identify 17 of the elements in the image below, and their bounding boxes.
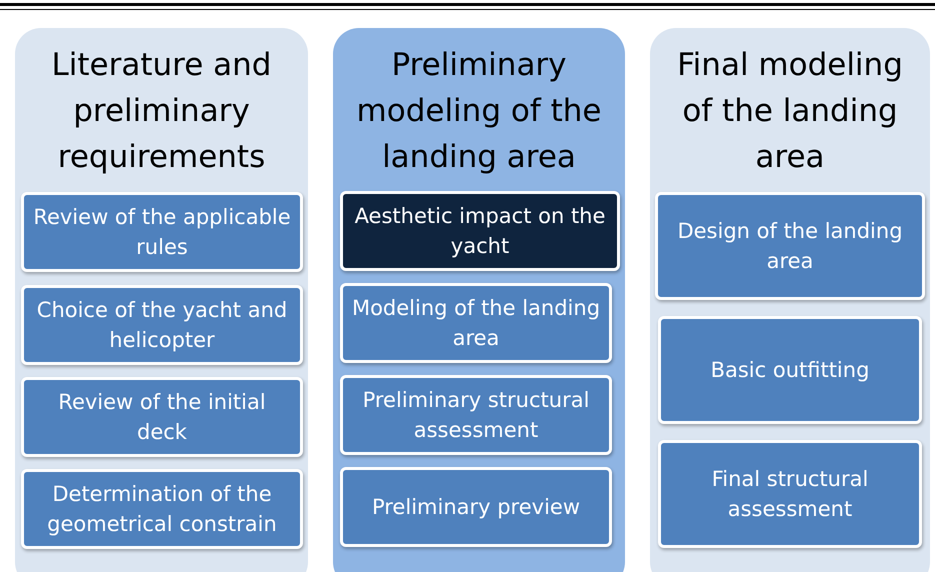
task-box: Design of the landing area (655, 192, 925, 300)
column-heading: Literature and preliminary requirements (50, 46, 272, 177)
task-box: Aesthetic impact on the yacht (340, 191, 620, 271)
column-panel (650, 28, 930, 572)
task-box: Preliminary preview (340, 467, 612, 547)
column-panel (15, 28, 308, 572)
column-heading: Final modeling of the landing area (676, 46, 904, 177)
task-box: Basic outfitting (658, 316, 922, 424)
task-box: Preliminary structural assessment (340, 375, 612, 455)
column-heading: Preliminary modeling of the landing area (356, 46, 602, 177)
task-box: Final structural assessment (658, 440, 922, 548)
column-panel (333, 28, 625, 572)
task-box: Review of the initial deck (21, 377, 303, 457)
task-box: Determination of the geometrical constrain (21, 469, 303, 549)
task-box: Modeling of the landing area (340, 283, 612, 363)
task-box: Choice of the yacht and helicopter (21, 285, 303, 365)
task-box: Review of the applicable rules (21, 192, 303, 272)
